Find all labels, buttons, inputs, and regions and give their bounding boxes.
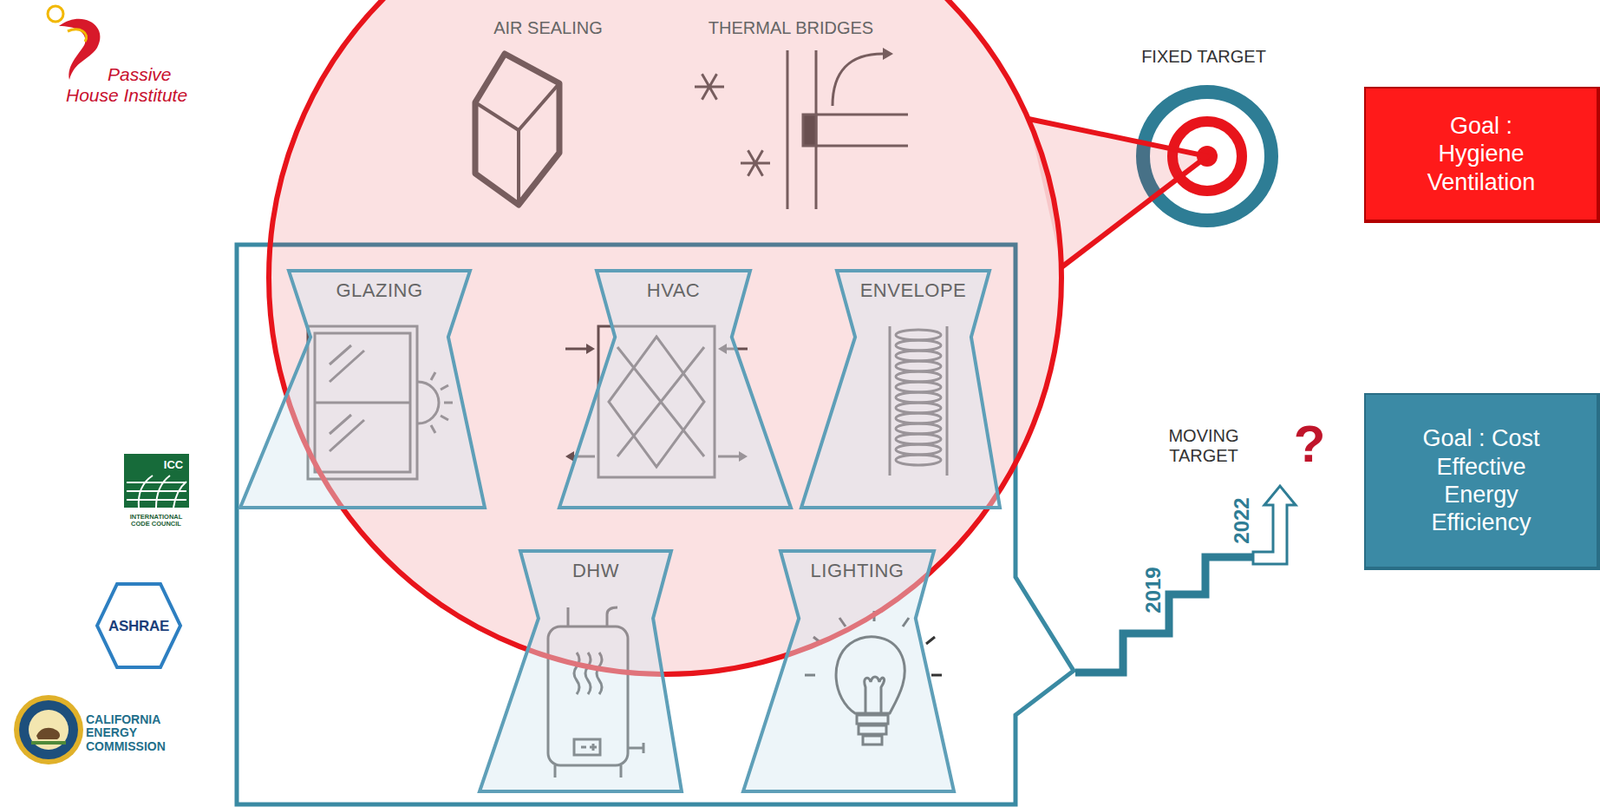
funnel-node: LIGHTING [743,550,954,791]
passive-house-logo [47,6,100,80]
funnel-shape [479,550,682,791]
funnel-node: ENVELOPE [801,270,1000,508]
moving-target-stairs-part [1253,485,1296,564]
logo-text: ASHRAE [108,618,170,634]
funnel-shape [743,550,954,791]
funnel-outline [479,550,682,791]
funnel-shape [559,270,791,508]
funnel-outline [743,550,954,791]
moving-target-stairs [1075,485,1296,673]
funnel-node: GLAZING [240,270,485,508]
icc-logo [124,453,190,508]
logo-text: CALIFORNIA ENERGY COMMISSION [85,712,189,753]
funnel-label: HVAC [646,280,701,301]
cec-seal-part [19,699,79,759]
funnel-outline [240,270,485,508]
ashrae-logo [97,583,181,667]
strategy-label: AIR SEALING [493,17,603,39]
funnel-label: GLAZING [335,280,423,301]
goal-box: Goal : Hygiene Ventilation [1364,86,1600,223]
funnel-shape [240,270,485,508]
year-label: 2022 [1231,496,1253,543]
moving-target-stairs-part [1075,556,1254,673]
funnel-node: HVAC [559,270,791,508]
passive-house-logo-part [47,6,64,22]
logo-text: ICC [163,458,183,471]
funnel-outline [801,270,1000,508]
cec-seal-part [28,709,69,750]
goal-text: Goal : Hygiene Ventilation [1411,111,1551,196]
funnel-outline [559,270,791,508]
funnel-label: LIGHTING [810,560,905,582]
year-label: 2019 [1142,566,1164,613]
logo-text: INTERNATIONAL CODE COUNCIL [121,513,191,529]
passive-house-logo-part [58,19,100,80]
goal-box: Goal : Cost Effective Energy Efficiency [1364,392,1600,570]
question-mark: ? [1293,417,1326,471]
cec-seal [13,694,84,765]
passive-house-circle-part [1028,118,1208,268]
icc-logo-part [126,475,187,508]
funnel-shape [801,270,1000,508]
funnel-label: ENVELOPE [860,280,967,301]
funnel-label: DHW [572,560,620,582]
passive-house-circle-part [1028,118,1208,268]
funnel-node: DHW [479,550,682,791]
goal-text: Goal : Cost Effective Energy Efficiency [1411,424,1551,537]
cec-seal-part [13,694,84,765]
strategy-label: THERMAL BRIDGES [708,17,874,39]
target-label: MOVING TARGET [1155,425,1252,466]
cec-seal-part [31,740,66,745]
ashrae-logo-part [97,583,181,667]
logo-text: Passive House Institute [65,64,227,106]
icc-logo-part [124,453,190,508]
target-label: FIXED TARGET [1141,45,1267,67]
cec-seal-part [36,727,60,739]
passive-house-logo-part [67,29,87,42]
